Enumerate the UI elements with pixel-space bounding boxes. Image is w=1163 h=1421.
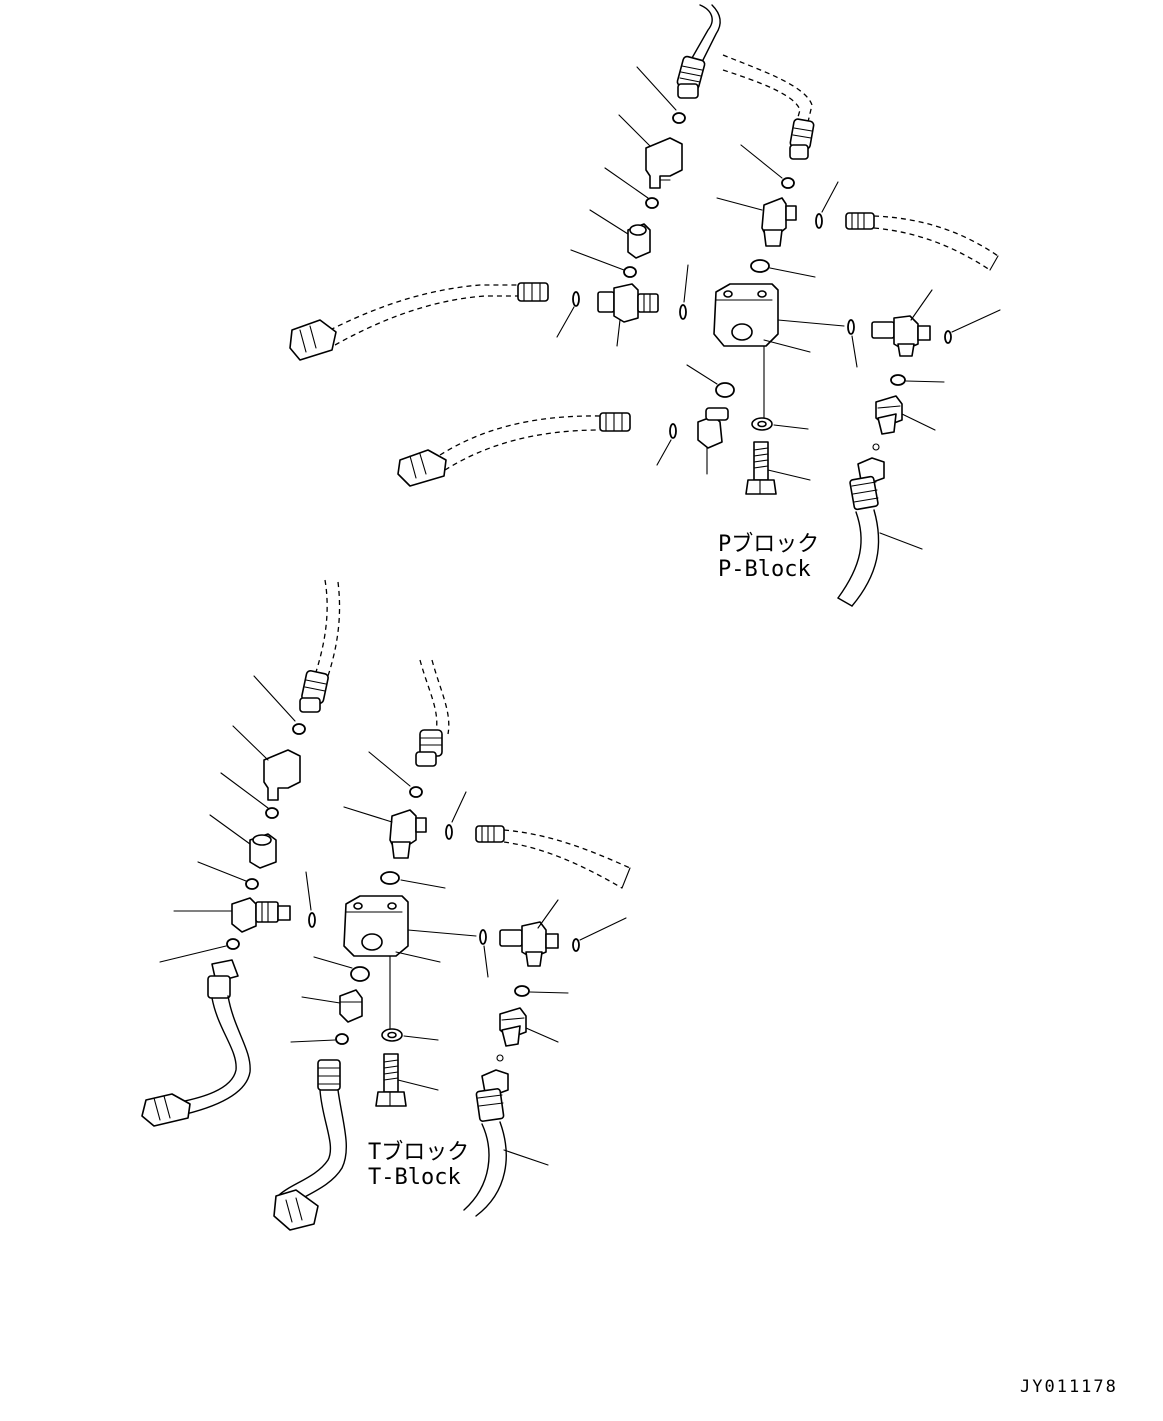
p-hose-lower-left bbox=[397, 412, 631, 487]
p-hose-top bbox=[676, 4, 721, 99]
o-ring bbox=[308, 912, 316, 928]
o-ring bbox=[445, 824, 453, 840]
o-ring bbox=[669, 423, 677, 439]
t-right-tee bbox=[499, 921, 559, 967]
t-hose-lower-right bbox=[463, 1069, 509, 1217]
p-lower-elbow bbox=[697, 407, 729, 449]
p-right-tee bbox=[871, 315, 931, 357]
p-hose-upper-right bbox=[722, 54, 815, 160]
o-ring bbox=[890, 374, 906, 386]
o-ring bbox=[265, 807, 279, 819]
t-block-label-jp: Tブロック bbox=[368, 1140, 469, 1165]
p-elbow-fitting bbox=[645, 137, 683, 189]
o-ring bbox=[847, 319, 855, 335]
o-ring bbox=[226, 938, 240, 950]
o-ring bbox=[335, 1033, 349, 1045]
o-ring bbox=[479, 929, 487, 945]
o-ring bbox=[623, 266, 637, 278]
o-ring bbox=[815, 213, 823, 229]
o-ring bbox=[350, 966, 370, 982]
o-ring bbox=[944, 330, 952, 344]
o-ring bbox=[572, 291, 580, 307]
p-hose-right bbox=[845, 212, 999, 271]
bolt bbox=[375, 1053, 407, 1107]
o-ring bbox=[872, 443, 880, 451]
t-hose-right bbox=[475, 825, 631, 889]
t-elbow-fitting bbox=[263, 749, 301, 801]
t-block bbox=[343, 895, 409, 957]
o-ring bbox=[572, 938, 580, 952]
p-tee-union bbox=[597, 283, 659, 323]
t-small-elbow bbox=[339, 989, 363, 1023]
t-union-fitting bbox=[499, 1007, 527, 1047]
o-ring bbox=[496, 1054, 504, 1062]
o-ring bbox=[292, 723, 306, 735]
leader-line bbox=[636, 66, 677, 111]
p-hose-lower-right bbox=[837, 457, 885, 607]
p-union-fitting bbox=[875, 395, 903, 435]
o-ring bbox=[645, 197, 659, 209]
o-ring bbox=[679, 304, 687, 320]
o-ring bbox=[672, 112, 686, 124]
o-ring bbox=[781, 177, 795, 189]
bolt bbox=[745, 441, 777, 495]
p-block bbox=[713, 283, 779, 347]
o-ring bbox=[750, 259, 770, 273]
o-ring bbox=[514, 985, 530, 997]
o-ring bbox=[245, 878, 259, 890]
p-hex-adapter bbox=[627, 223, 651, 259]
t-hose-left bbox=[141, 959, 251, 1127]
p-hose-left bbox=[289, 282, 549, 361]
t-tee-union bbox=[231, 897, 291, 933]
t-block-assembly: Tブロック T-Block bbox=[141, 579, 631, 1231]
t-hex-adapter bbox=[249, 833, 277, 869]
p-block-assembly: Pブロック P-Block bbox=[289, 4, 1001, 607]
p-block-label-en: P-Block bbox=[718, 557, 811, 582]
p-tee-fitting bbox=[761, 197, 797, 247]
o-ring bbox=[380, 871, 400, 885]
t-hose-top bbox=[299, 579, 341, 713]
p-block-label-jp: Pブロック bbox=[718, 532, 819, 557]
drawing-id: JY011178 bbox=[1020, 1377, 1118, 1397]
o-ring bbox=[715, 382, 735, 398]
t-tee-fitting bbox=[389, 809, 427, 859]
t-block-label-en: T-Block bbox=[368, 1165, 461, 1190]
o-ring bbox=[409, 786, 423, 798]
t-hose-lower-center bbox=[273, 1059, 348, 1231]
t-hose-top-right bbox=[415, 659, 450, 767]
